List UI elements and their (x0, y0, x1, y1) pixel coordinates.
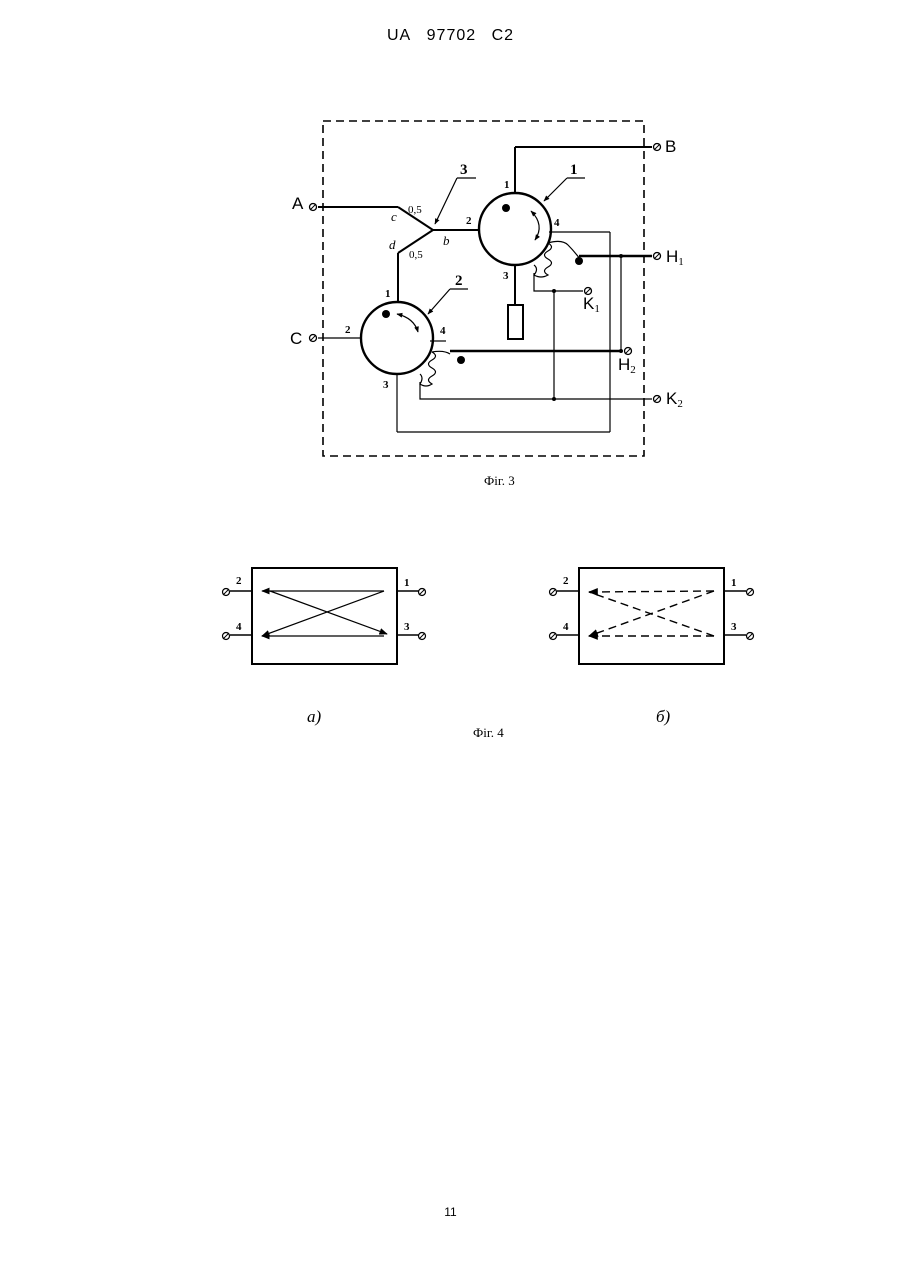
figure-4b: 2 4 1 3 б) (550, 568, 754, 726)
divider-b-label: b (443, 233, 450, 248)
terminal-c-label: C (290, 329, 302, 348)
circ1-port-2: 2 (466, 215, 472, 227)
circulator-2 (361, 302, 433, 374)
fig4b-sublabel: б) (656, 707, 671, 726)
fig4a-port-4: 4 (236, 621, 242, 633)
divider-d-label: d (389, 237, 396, 252)
page-number: 11 (0, 1205, 901, 1219)
divider-ratio-top: 0,5 (408, 204, 422, 216)
circ1-port-3: 3 (503, 270, 509, 282)
callout-2-label: 2 (455, 273, 463, 289)
circ2-port-1: 1 (385, 288, 391, 300)
fig4a-port-1: 1 (404, 577, 410, 589)
circ2-port-4: 4 (440, 325, 446, 337)
terminal-k1-label: K1 (583, 294, 600, 315)
divider-c-label: c (391, 209, 397, 224)
fig4b-port-4: 4 (563, 621, 569, 633)
fig-4-caption: Фіг. 4 (473, 725, 504, 740)
callout-1-leader (544, 178, 585, 201)
fig4a-port-3: 3 (404, 621, 410, 633)
figure-3: A B C H1 H2 K1 K2 1 2 3 1 2 3 4 1 2 3 4 … (290, 121, 684, 488)
callout-1-label: 1 (570, 162, 578, 178)
circ2-port-3: 3 (383, 379, 389, 391)
circ1-port-4: 4 (554, 217, 560, 229)
circulator-1-dot (502, 204, 510, 212)
fig4b-port-3: 3 (731, 621, 737, 633)
terminal-h1-label: H1 (666, 247, 684, 268)
figure-4a: 2 4 1 3 а) (223, 568, 426, 726)
device-boundary-dashed (323, 121, 644, 456)
fig4a-sublabel: а) (307, 707, 322, 726)
terminal-b-label: B (665, 137, 676, 156)
terminal-k2-label: K2 (666, 389, 683, 410)
fig-3-caption: Фіг. 3 (484, 473, 515, 488)
circ2-port-2: 2 (345, 324, 351, 336)
fig4b-port-2: 2 (563, 575, 569, 587)
circ1-port-1: 1 (504, 179, 510, 191)
circulator-2-probe-dot (457, 356, 465, 364)
circulator-1 (479, 193, 551, 265)
terminal-a-label: A (292, 194, 304, 213)
circulator-1-probe-dot (575, 257, 583, 265)
divider-ratio-bottom: 0,5 (409, 249, 423, 261)
matched-load (508, 305, 523, 339)
callout-2-leader (428, 289, 468, 314)
fig4a-port-2: 2 (236, 575, 242, 587)
fig4b-box (579, 568, 724, 664)
fig4b-port-1: 1 (731, 577, 737, 589)
fig4a-box (252, 568, 397, 664)
terminal-h2-label: H2 (618, 355, 636, 376)
circulator-2-dot (382, 310, 390, 318)
power-divider-3 (318, 207, 480, 305)
callout-3-label: 3 (460, 162, 468, 178)
